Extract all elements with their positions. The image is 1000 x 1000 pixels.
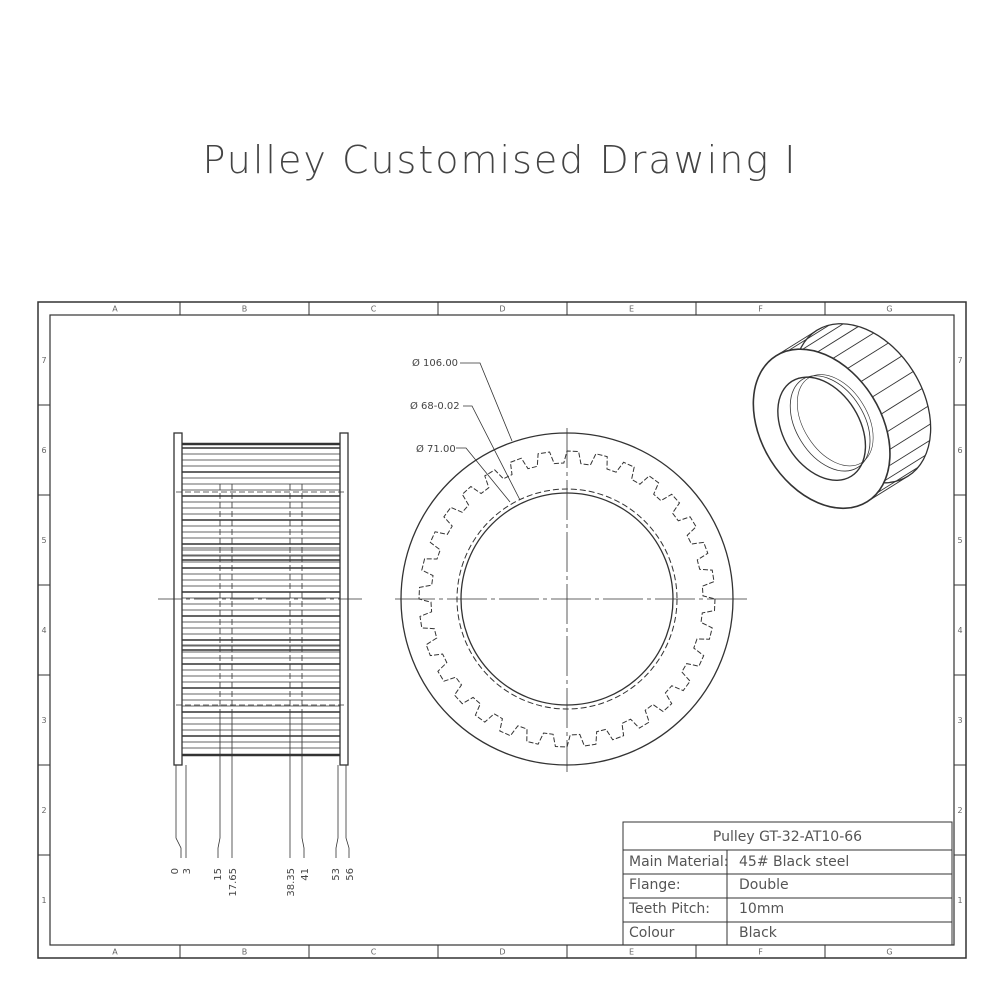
- material-value: 45# Black steel: [739, 854, 850, 870]
- column-label-e: E: [629, 948, 634, 957]
- side-view: [158, 432, 365, 858]
- material-label: Main Material:: [629, 854, 729, 870]
- row-label-4: 4: [957, 626, 962, 635]
- row-label-6: 6: [957, 446, 962, 455]
- dim-17-65: 17.65: [228, 868, 239, 897]
- row-label-3: 3: [41, 716, 46, 725]
- dim-41: 41: [300, 868, 311, 881]
- title-block: [622, 821, 953, 946]
- column-label-f: F: [758, 305, 763, 314]
- column-label-g: G: [886, 305, 892, 314]
- row-label-1: 1: [41, 896, 46, 905]
- dim-53: 53: [331, 868, 342, 881]
- column-label-c: C: [371, 948, 377, 957]
- dim-3: 3: [182, 868, 193, 874]
- part-name: Pulley GT-32-AT10-66: [712, 829, 863, 845]
- dim-0: 0: [170, 868, 181, 874]
- column-label-f: F: [758, 948, 763, 957]
- row-label-1: 1: [957, 896, 962, 905]
- row-label-2: 2: [957, 806, 962, 815]
- outer-frame: [37, 301, 967, 959]
- bore-diameter-label: Ø 68-0.02: [410, 400, 460, 412]
- row-label-2: 2: [41, 806, 46, 815]
- teeth-pitch-label: Teeth Pitch:: [629, 901, 711, 917]
- column-label-c: C: [371, 305, 377, 314]
- row-label-4: 4: [41, 626, 46, 635]
- dim-15: 15: [213, 868, 224, 881]
- column-label-a: A: [112, 948, 118, 957]
- zone-labels: A A B B C C D D E E F F G G 7 7 6 6 5 5 4 4 3 3 2 2 1 1: [41, 305, 962, 957]
- drawing-title: Pulley Customised Drawing I: [202, 138, 798, 182]
- dim-56: 56: [345, 868, 356, 881]
- column-label-g: G: [886, 948, 892, 957]
- colour-label: Colour: [629, 925, 675, 941]
- row-label-7: 7: [957, 356, 962, 365]
- row-label-6: 6: [41, 446, 46, 455]
- teeth-pitch-value: 10mm: [739, 901, 785, 917]
- column-label-d: D: [499, 305, 505, 314]
- dim-38-35: 38.35: [286, 868, 297, 897]
- isometric-view: [752, 323, 932, 510]
- column-label-b: B: [242, 948, 248, 957]
- zone-ticks: [38, 302, 966, 958]
- column-label-b: B: [242, 305, 248, 314]
- row-label-5: 5: [41, 536, 46, 545]
- column-label-a: A: [112, 305, 118, 314]
- column-label-e: E: [629, 305, 634, 314]
- tooth-lines: [182, 447, 340, 749]
- inner-frame: [49, 314, 955, 946]
- axial-dimensions: 0 3 15 17.65 38.35 41 53 56: [170, 868, 356, 897]
- flange-label: Flange:: [629, 877, 681, 893]
- pitch-diameter-label: Ø 71.00: [416, 443, 456, 455]
- row-label-7: 7: [41, 356, 46, 365]
- diameter-labels: Ø 106.00 Ø 68-0.02 Ø 71.00: [410, 357, 460, 455]
- row-label-3: 3: [957, 716, 962, 725]
- column-label-d: D: [499, 948, 505, 957]
- front-view: [395, 362, 748, 772]
- colour-value: Black: [739, 925, 777, 941]
- row-label-5: 5: [957, 536, 962, 545]
- flange-value: Double: [739, 877, 789, 893]
- outer-diameter-label: Ø 106.00: [412, 357, 458, 369]
